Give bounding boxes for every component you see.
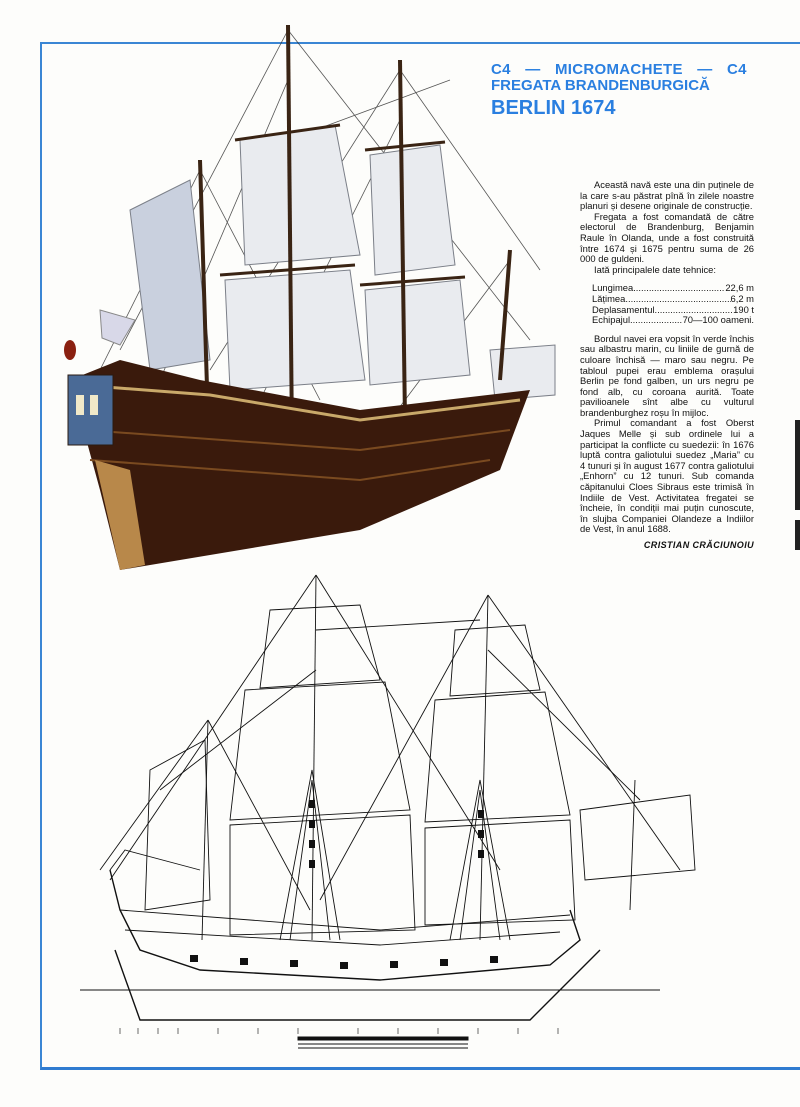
series-line: C4 — MICROMACHETE — C4 (491, 61, 747, 78)
paragraph: Primul comandant a fost Oberst Jaques Me… (580, 417, 754, 535)
paragraph: Iată principalele date tehnice: (594, 263, 716, 275)
page-frame (40, 42, 800, 1070)
spec-value: 190 t (733, 303, 754, 315)
spec-value: 70—100 oameni. (682, 314, 754, 326)
spec-value: 22,6 m (725, 282, 754, 294)
page-title: BERLIN 1674 (491, 97, 616, 119)
ship-line-drawing-plan (80, 574, 696, 1049)
subtitle: FREGATA BRANDENBURGICĂ (491, 77, 710, 94)
page-edge-mark (795, 520, 800, 550)
article-body: Această navă este una din puținele de la… (580, 179, 754, 551)
article-header: C4 — MICROMACHETE — C4 FREGATA BRANDENBU… (491, 62, 747, 120)
paragraph: Această navă este una din puținele de la… (580, 179, 754, 212)
paragraph: Bordul navei era vopsit în verde închis … (580, 332, 754, 418)
spec-label: Deplasamentul (592, 303, 655, 315)
spec-row: Echipajul 70—100 oameni. (592, 315, 754, 326)
author-byline: CRISTIAN CRĂCIUNOIU (643, 540, 754, 550)
paragraph: Fregata a fost comandată de către electo… (580, 210, 754, 265)
spec-value: 6,2 m (730, 292, 754, 304)
spec-row: Deplasamentul 190 t (592, 303, 754, 316)
spec-label: Lățimea (592, 292, 626, 304)
page-edge-mark (795, 420, 800, 510)
ship-model-photo (64, 24, 556, 570)
spec-row: Lungimea 22,6 m (592, 283, 754, 294)
spec-label: Lungimea (592, 282, 634, 294)
spec-row: Lățimea 6,2 m (592, 292, 754, 305)
spec-label: Echipajul (592, 314, 631, 326)
technical-specs: Lungimea 22,6 m Lățimea 6,2 m Deplasamentu… (592, 283, 754, 325)
